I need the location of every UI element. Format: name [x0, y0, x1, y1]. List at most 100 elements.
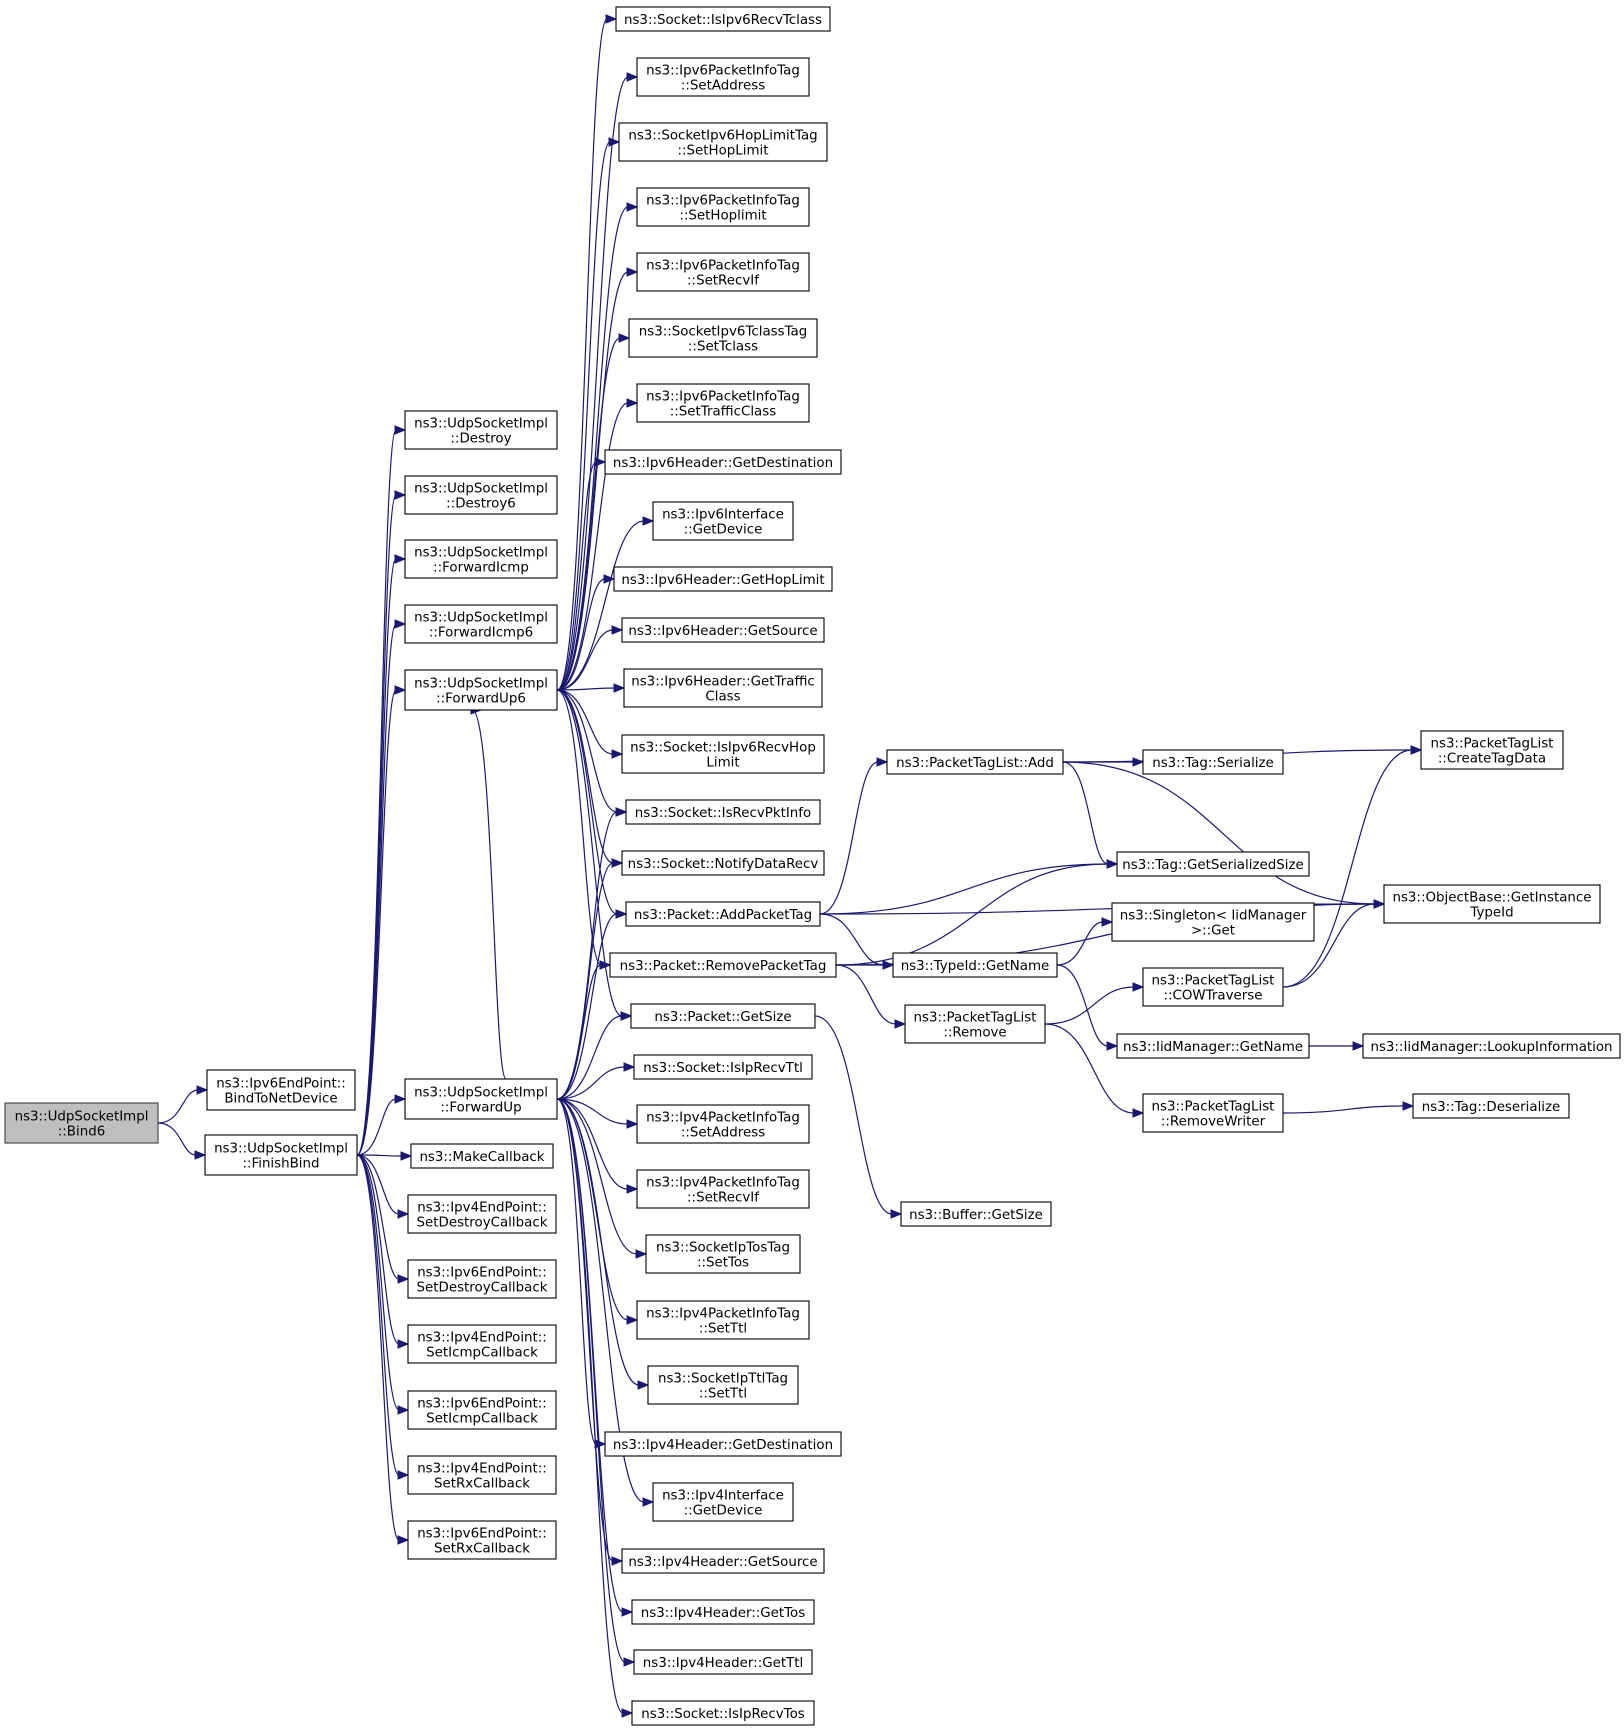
- function-node-v6-hdr-get-dest[interactable]: ns3::Ipv6Header::GetDestination: [604, 449, 842, 475]
- function-node-v4-if-get-device[interactable]: ns3::Ipv4Interface::GetDevice: [652, 1482, 794, 1522]
- function-node-v4-set-rx-cb[interactable]: ns3::Ipv4EndPoint::SetRxCallback: [407, 1455, 557, 1495]
- arrowhead-icon: [194, 1150, 207, 1160]
- function-node-finish-bind[interactable]: ns3::UdpSocketImpl::FinishBind: [204, 1134, 358, 1176]
- function-node-v4-set-icmp-cb[interactable]: ns3::Ipv4EndPoint::SetIcmpCallback: [407, 1324, 557, 1364]
- function-node-v4-hdr-get-ttl[interactable]: ns3::Ipv4Header::GetTtl: [633, 1649, 813, 1675]
- function-node-ptl-remove[interactable]: ns3::PacketTagList::Remove: [904, 1004, 1046, 1044]
- function-node-destroy6[interactable]: ns3::UdpSocketImpl::Destroy6: [404, 475, 558, 515]
- arrowhead-icon: [1132, 1108, 1145, 1118]
- function-node-buffer-get-size[interactable]: ns3::Buffer::GetSize: [900, 1201, 1052, 1227]
- node-label: ns3::Ipv4PacketInfoTag: [646, 1176, 800, 1191]
- arrowhead-icon: [1106, 1041, 1119, 1051]
- function-node-create-tag-data[interactable]: ns3::PacketTagList::CreateTagData: [1420, 730, 1564, 770]
- call-edge: [556, 1098, 655, 1507]
- function-node-lookup-info[interactable]: ns3::IidManager::LookupInformation: [1362, 1033, 1621, 1059]
- function-node-destroy[interactable]: ns3::UdpSocketImpl::Destroy: [404, 410, 558, 450]
- node-box: [404, 410, 558, 450]
- function-node-notify-data-recv[interactable]: ns3::Socket::NotifyDataRecv: [621, 850, 825, 876]
- node-box: [636, 1300, 810, 1340]
- function-node-v4-hdr-get-tos[interactable]: ns3::Ipv4Header::GetTos: [631, 1599, 815, 1625]
- function-node-remove-writer[interactable]: ns3::PacketTagList::RemoveWriter: [1142, 1093, 1284, 1133]
- function-node-forward-icmp6[interactable]: ns3::UdpSocketImpl::ForwardIcmp6: [404, 604, 558, 644]
- function-node-v6-if-get-device[interactable]: ns3::Ipv6Interface::GetDevice: [652, 501, 794, 541]
- function-node-is-ip-recv-ttl[interactable]: ns3::Socket::IsIpRecvTtl: [633, 1054, 813, 1080]
- function-node-is-ipv6-recv-tclass[interactable]: ns3::Socket::IsIpv6RecvTclass: [615, 6, 831, 32]
- function-node-packet-get-size[interactable]: ns3::Packet::GetSize: [630, 1003, 816, 1029]
- node-box: [636, 1169, 810, 1209]
- function-node-v6-tclass-set[interactable]: ns3::SocketIpv6TclassTag::SetTclass: [628, 318, 818, 358]
- arrowhead-icon: [397, 1339, 410, 1349]
- call-edge: [356, 1154, 410, 1480]
- node-label: ns3::Ipv6EndPoint::: [417, 1397, 547, 1412]
- call-edge-line: [556, 811, 618, 1100]
- function-node-v6-set-icmp-cb[interactable]: ns3::Ipv6EndPoint::SetIcmpCallback: [407, 1390, 557, 1430]
- function-node-add-packet-tag[interactable]: ns3::Packet::AddPacketTag: [625, 901, 821, 927]
- call-edge: [556, 689, 612, 970]
- function-node-v6-pi-set-hoplimit[interactable]: ns3::Ipv6PacketInfoTag::SetHoplimit: [636, 187, 810, 227]
- function-node-v6-hdr-get-hop[interactable]: ns3::Ipv6Header::GetHopLimit: [613, 566, 833, 592]
- function-node-ip-tos-set[interactable]: ns3::SocketIpTosTag::SetTos: [645, 1234, 801, 1274]
- node-label: ns3::Socket::IsIpRecvTtl: [643, 1061, 803, 1076]
- call-edge-line: [1056, 964, 1109, 1047]
- function-node-tag-deserialize[interactable]: ns3::Tag::Deserialize: [1412, 1093, 1570, 1119]
- node-box: [621, 734, 825, 774]
- call-edge-line: [556, 689, 618, 813]
- call-edge-line: [356, 558, 397, 1156]
- node-label: ::GetDevice: [684, 1504, 763, 1519]
- function-node-make-callback[interactable]: ns3::MakeCallback: [410, 1143, 554, 1169]
- function-node-tag-serialize[interactable]: ns3::Tag::Serialize: [1142, 749, 1284, 775]
- function-node-is-recv-pkt-info[interactable]: ns3::Socket::IsRecvPktInfo: [625, 799, 821, 825]
- function-node-v6-set-destroy-cb[interactable]: ns3::Ipv6EndPoint::SetDestroyCallback: [407, 1259, 557, 1299]
- node-label: SetRxCallback: [434, 1542, 530, 1557]
- function-node-bind-to-net-device[interactable]: ns3::Ipv6EndPoint::BindToNetDevice: [206, 1069, 356, 1111]
- arrowhead-icon: [394, 425, 407, 435]
- function-node-type-id-get-name[interactable]: ns3::TypeId::GetName: [892, 952, 1058, 978]
- function-node-v4-hdr-get-dest[interactable]: ns3::Ipv4Header::GetDestination: [604, 1431, 842, 1457]
- call-edge-line: [356, 1154, 403, 1157]
- node-label: ::SetTrafficClass: [670, 405, 776, 420]
- function-node-v6-hop-limit-set[interactable]: ns3::SocketIpv6HopLimitTag::SetHopLimit: [618, 122, 828, 162]
- arrowhead-icon: [621, 1708, 634, 1718]
- arrowhead-icon: [623, 1657, 636, 1667]
- function-node-forward-up6[interactable]: ns3::UdpSocketImpl::ForwardUp6: [404, 669, 558, 711]
- function-node-singleton-get[interactable]: ns3::Singleton< IidManager >::Get: [1111, 902, 1315, 942]
- call-edge: [556, 457, 607, 691]
- function-node-v6-set-rx-cb[interactable]: ns3::Ipv6EndPoint::SetRxCallback: [407, 1520, 557, 1560]
- node-label: ns3::PacketTagList::Add: [896, 756, 1054, 771]
- function-node-v6-pi-set-address[interactable]: ns3::Ipv6PacketInfoTag::SetAddress: [636, 57, 810, 97]
- node-box: [604, 449, 842, 475]
- function-node-v4-pi-set-address[interactable]: ns3::Ipv4PacketInfoTag::SetAddress: [636, 1104, 810, 1144]
- function-node-v4-hdr-get-src[interactable]: ns3::Ipv4Header::GetSource: [621, 1548, 825, 1574]
- function-node-v4-pi-set-recv-if[interactable]: ns3::Ipv4PacketInfoTag::SetRecvIf: [636, 1169, 810, 1209]
- arrowhead-icon: [1410, 745, 1423, 755]
- function-node-v6-pi-set-recv-if[interactable]: ns3::Ipv6PacketInfoTag::SetRecvIf: [636, 252, 810, 292]
- function-node-is-ip-recv-tos[interactable]: ns3::Socket::IsIpRecvTos: [631, 1700, 815, 1726]
- arrowhead-icon: [1352, 1041, 1365, 1051]
- function-node-v6-hdr-get-src[interactable]: ns3::Ipv6Header::GetSource: [621, 617, 825, 643]
- call-edge: [556, 689, 624, 868]
- function-node-forward-icmp[interactable]: ns3::UdpSocketImpl::ForwardIcmp: [404, 539, 558, 579]
- call-edge-line: [556, 76, 629, 691]
- node-label: ns3::Ipv6PacketInfoTag: [646, 390, 800, 405]
- function-node-v4-set-destroy-cb[interactable]: ns3::Ipv4EndPoint::SetDestroyCallback: [407, 1194, 557, 1234]
- function-node-remove-packet-tag[interactable]: ns3::Packet::RemovePacketTag: [609, 952, 837, 978]
- function-node-tag-get-ser-size[interactable]: ns3::Tag::GetSerializedSize: [1116, 851, 1310, 877]
- function-node-v4-pi-set-ttl[interactable]: ns3::Ipv4PacketInfoTag::SetTtl: [636, 1300, 810, 1340]
- node-label: ns3::Socket::IsIpv6RecvHop: [630, 741, 816, 756]
- call-edge-line: [1044, 986, 1135, 1025]
- node-label: ::ForwardIcmp6: [429, 626, 533, 641]
- call-edge: [556, 689, 628, 919]
- function-node-ptl-add[interactable]: ns3::PacketTagList::Add: [886, 749, 1064, 775]
- node-box: [645, 1234, 801, 1274]
- function-node-ip-ttl-set[interactable]: ns3::SocketIpTtlTag::SetTtl: [647, 1365, 799, 1405]
- function-node-v6-pi-set-traffic[interactable]: ns3::Ipv6PacketInfoTag::SetTrafficClass: [636, 383, 810, 423]
- function-node-forward-up[interactable]: ns3::UdpSocketImpl::ForwardUp: [404, 1078, 558, 1120]
- arrowhead-icon: [394, 1094, 407, 1104]
- function-node-iid-get-name[interactable]: ns3::IidManager::GetName: [1116, 1033, 1310, 1059]
- node-box: [613, 566, 833, 592]
- node-label: Limit: [706, 756, 739, 771]
- function-node-cow-traverse[interactable]: ns3::PacketTagList::COWTraverse: [1142, 967, 1284, 1007]
